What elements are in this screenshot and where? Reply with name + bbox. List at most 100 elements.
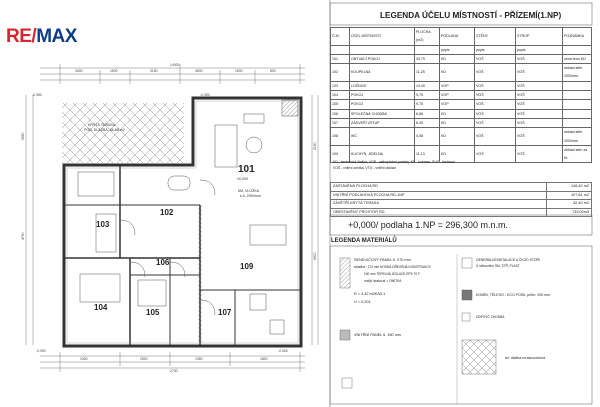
legend-cell-floor: KD (439, 63, 475, 82)
legend-cell-area: 6,88 (414, 108, 440, 119)
level-101: ±0,000 (237, 177, 248, 181)
material-sendvic-line: 100 mm TEPELNÁ IZOLACE EPS 70 F (364, 272, 420, 276)
material-sendvic-line: vnější deska ať = OMÍTKA (364, 279, 402, 283)
legend-cell-name: SPOLEČNÁ CHODBA (349, 108, 415, 119)
legend-cell-area: 4,58 (414, 127, 440, 146)
legend-cell-area: 11,25 (414, 63, 440, 82)
room-label-107: 107 (218, 308, 232, 317)
col-walls: STĚNY (474, 27, 516, 46)
col-note: POZNÁMKA (562, 27, 592, 46)
legend-cell-note: okna tenu KD (562, 53, 592, 65)
legend-cell-no: 105 (330, 99, 350, 110)
side-1: 5660 (21, 132, 25, 140)
legend-cell-no: 101 (330, 53, 350, 65)
side-3: 2160 (313, 142, 317, 150)
col-floor: PODLAHA (439, 27, 475, 46)
dim-g: 1300 (80, 357, 88, 361)
sub-ceiling: popis (515, 44, 563, 55)
legend-cell-no: 109 (330, 144, 350, 164)
legend-cell-walls: VOŠ (474, 90, 516, 101)
room-label-101: 101 (238, 164, 255, 175)
room-label-105: 105 (146, 308, 160, 317)
legend-cell-no: 106 (330, 108, 350, 119)
legend-cell-name: WC (349, 127, 415, 146)
elev-a: -0,350 (32, 93, 42, 97)
room-label-106: 106 (156, 258, 170, 267)
legend-cell-area: 9,75 (414, 90, 440, 101)
legend-cell-ceiling: VOŠ (515, 80, 563, 92)
room-label-109: 109 (240, 262, 254, 271)
floor-plan: 101 102 103 104 105 106 107 109 ±0,000 6… (21, 63, 319, 373)
legend-footnote-2: VOŠ - vnitřní omítka, VTO - vnitřní obkl… (333, 166, 396, 170)
material-sendvic-line: skladba : 170 mm NOSNÁ DŘEVĚNÁ KONSTRUKC… (354, 265, 431, 269)
legend-cell-ceiling: VOŠ (515, 90, 563, 101)
legend-cell-walls: VOŠ (474, 80, 516, 92)
legend-cell-area: 9,75 (414, 99, 440, 110)
room-label-102: 102 (160, 208, 174, 217)
material-sendvic: SENDVIČOVÝ PANEL tl. 270 mm (354, 258, 411, 262)
legend-cell-note: obklad stěn za KL (562, 144, 592, 164)
elev-b: -0,350 (200, 93, 210, 97)
legend-cell-ceiling: VOŠ (515, 53, 563, 65)
legend-cell-ceiling: VOŠ (515, 108, 563, 119)
room-legend-table: Č.M. ÚČEL MÍSTNOSTI PLOCHA (m2) PODLAHA … (330, 27, 592, 164)
remax-logo: RE/MAX (6, 26, 77, 47)
legend-cell-note: obklad stěn 2000mm (562, 127, 592, 146)
legend-cell-note (562, 90, 592, 101)
legend-cell-walls: VOŠ (474, 108, 516, 119)
bath-sub: s.h. 2900mm (240, 194, 261, 198)
legend-cell-ceiling: VOŠ (515, 117, 563, 129)
dim-c: 3150 (150, 69, 158, 73)
room-label-104: 104 (94, 303, 108, 312)
elev-c: -0,050 (36, 349, 46, 353)
legend-cell-ceiling: VOŠ (515, 127, 563, 146)
legend-cell-note (562, 80, 592, 92)
legend-cell-note: obklad stěn 2000mm (562, 63, 592, 82)
sub-floor: popis (439, 44, 475, 55)
dimension-lines (25, 64, 319, 372)
legend-cell-no: 107 (330, 117, 350, 129)
legend-cell-name: ZÁDVEŘÍ VSTUP (349, 117, 415, 129)
col-no: Č.M. (330, 27, 350, 46)
legend-cell-ceiling: VOŠ (515, 63, 563, 82)
dim-total: 14000 (170, 63, 180, 67)
legend-cell-name: POKOJ (349, 90, 415, 101)
dim-b: 1500 (110, 69, 118, 73)
dim-a: 3400 (75, 69, 83, 73)
legend-cell-ceiling: VOŠ (515, 99, 563, 110)
legend-cell-name: OBÝVACÍ POKOJ (349, 53, 415, 65)
materials-title: LEGENDA MATERIÁLŮ (331, 238, 397, 244)
legend-cell-walls: VOŠ (474, 99, 516, 110)
terrace-area (62, 103, 184, 163)
legend-cell-floor: KD (439, 108, 475, 119)
legend-cell-floor: KD (439, 127, 475, 146)
legend-cell-area: 14,40 (414, 80, 440, 92)
bath-label: 6M, VLOŽKA (238, 188, 260, 193)
legend-cell-floor: VOP (439, 90, 475, 101)
legend-cell-note (562, 108, 592, 119)
legend-cell-name: POKOJ (349, 99, 415, 110)
dim-k: 2700 (170, 369, 178, 373)
legend-cell-no: 102 (330, 63, 350, 82)
legend-cell-floor: KD (439, 117, 475, 129)
dim-i: 1350 (195, 357, 203, 361)
legend-cell-no: 104 (330, 90, 350, 101)
side-2: 4750 (21, 232, 25, 240)
dim-f: 800 (270, 69, 276, 73)
col-area: PLOCHA (m2) (414, 27, 440, 46)
interior-wall (198, 205, 202, 346)
material-u-value: U = 0,201 (354, 300, 371, 304)
material-gen: GENERÁLNÍ INSTALACE A ČKOD STOŘI (476, 258, 540, 262)
dim-d: 4500 (195, 69, 203, 73)
terrace-sub: POD. DLAŽBA, 36,88 m2 (84, 127, 125, 132)
legend-cell-no: 103 (330, 80, 350, 92)
